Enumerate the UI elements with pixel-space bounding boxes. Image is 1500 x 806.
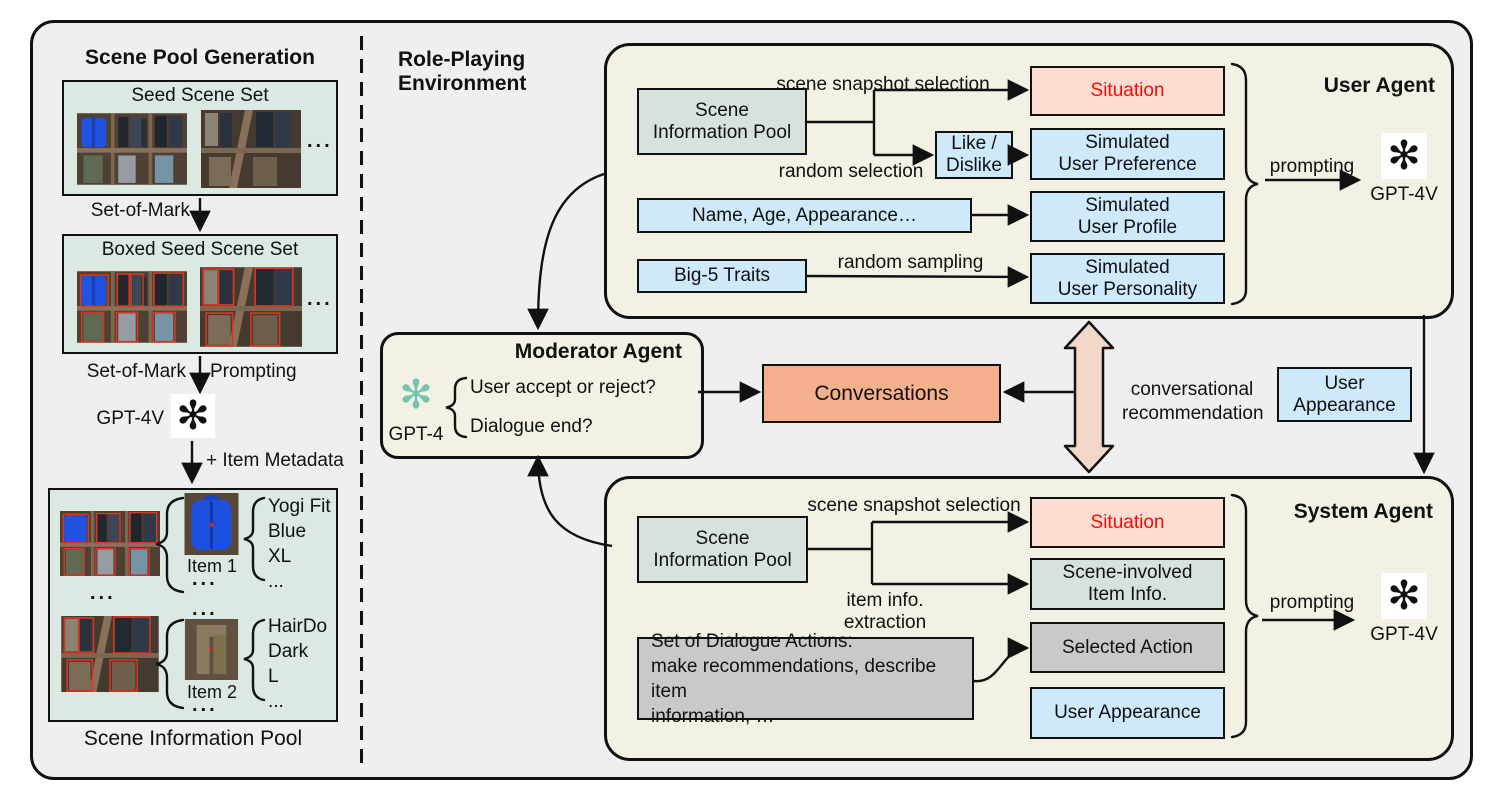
item2-metadata: HairDo Dark L ... — [268, 616, 328, 712]
ua-gpt4v-label: GPT-4V — [1370, 184, 1438, 205]
boxed-seed-scene-set-title: Boxed Seed Scene Set — [101, 239, 299, 260]
sa-situation-box: Situation — [1030, 497, 1225, 548]
conversational-recommendation-label: conversational recommendation — [1122, 379, 1264, 424]
pool-mid-ellipsis: ... — [192, 598, 218, 620]
sa-item-info-extraction-label: item info. extraction — [843, 590, 927, 633]
moderator-gpt4-label: GPT-4 — [388, 424, 444, 445]
item2-ellipsis: ... — [192, 694, 218, 716]
prompting-label-left: Prompting — [210, 361, 297, 382]
sa-user-appearance-box: User Appearance — [1030, 687, 1225, 739]
ua-scene-snapshot-selection-label: scene snapshot selection — [776, 74, 990, 95]
seed-ellipsis: ... — [307, 130, 333, 152]
scene-pool-generation-title: Scene Pool Generation — [85, 46, 315, 69]
sa-gpt4v-label: GPT-4V — [1370, 624, 1438, 645]
boxed-seed-scene-photo-2 — [200, 267, 302, 347]
moderator-openai-logo-icon: ✻ — [399, 372, 433, 418]
middle-user-appearance-box: User Appearance — [1277, 367, 1412, 422]
boxed-seed-scene-photo-1 — [77, 271, 187, 343]
ua-like-dislike-box: Like / Dislike — [935, 131, 1013, 179]
openai-logo-icon: ✻ — [171, 394, 215, 438]
sa-scene-information-pool-box: Scene Information Pool — [637, 516, 808, 583]
system-agent-title: System Agent — [1293, 500, 1433, 523]
moderator-question-1: User accept or reject? — [470, 377, 656, 398]
seed-scene-photo-2 — [201, 110, 301, 188]
sa-scene-snapshot-selection-label: scene snapshot selection — [807, 495, 1021, 516]
ua-openai-logo-icon: ✻ — [1381, 133, 1427, 179]
ua-big5-traits-box: Big-5 Traits — [637, 259, 807, 293]
sa-dialogue-actions-box: Set of Dialogue Actions: make recommenda… — [637, 631, 974, 727]
conversations-box: Conversations — [762, 364, 1001, 423]
seed-scene-set-title: Seed Scene Set — [131, 85, 269, 106]
boxed-seed-ellipsis: ... — [307, 288, 333, 310]
boxed-seed-scene-set-box: Boxed Seed Scene Set — [62, 234, 338, 354]
ua-random-selection-label: random selection — [778, 161, 924, 182]
sa-selected-action-box: Selected Action — [1030, 622, 1225, 673]
ua-simulated-user-personality-box: Simulated User Personality — [1030, 253, 1225, 304]
item-metadata-label: + Item Metadata — [206, 450, 344, 471]
ua-random-sampling-label: random sampling — [837, 252, 984, 273]
role-playing-environment-label: Role-Playing Environment — [398, 48, 527, 95]
ua-situation-box: Situation — [1030, 66, 1225, 116]
ua-simulated-user-profile-box: Simulated User Profile — [1030, 191, 1225, 242]
seed-scene-set-box: Seed Scene Set ... — [62, 80, 338, 196]
scene-information-pool-caption: Scene Information Pool — [83, 727, 303, 750]
item2-photo — [184, 619, 239, 680]
ua-scene-information-pool-box: Scene Information Pool — [637, 88, 807, 155]
moderator-agent-title: Moderator Agent — [514, 340, 682, 363]
sa-scene-involved-item-info-box: Scene-involved Item Info. — [1030, 558, 1225, 610]
set-of-mark-label-2: Set-of-Mark — [86, 361, 186, 382]
ua-prompting-label: prompting — [1269, 156, 1355, 177]
sa-openai-logo-icon: ✻ — [1381, 573, 1427, 619]
pool-scene-photo-1 — [60, 511, 160, 576]
pool-left-ellipsis: ... — [90, 582, 116, 604]
ua-simulated-user-preference-box: Simulated User Preference — [1030, 128, 1225, 180]
item1-photo — [184, 493, 239, 555]
user-agent-title: User Agent — [1323, 74, 1435, 97]
seed-scene-photo-1 — [77, 113, 187, 185]
dashed-divider — [360, 36, 363, 772]
item1-ellipsis: ... — [192, 568, 218, 590]
ua-name-age-appearance-box: Name, Age, Appearance… — [637, 198, 972, 233]
gpt4v-label-left: GPT-4V — [96, 408, 164, 429]
sa-prompting-label: prompting — [1269, 592, 1355, 613]
pool-scene-photo-2 — [61, 616, 159, 692]
item1-label: Item 1 — [186, 556, 238, 576]
moderator-question-2: Dialogue end? — [470, 416, 593, 437]
set-of-mark-label-1: Set-of-Mark — [90, 200, 190, 221]
moderator-agent-panel — [380, 332, 704, 459]
item1-metadata: Yogi Fit Blue XL ... — [268, 496, 331, 592]
item2-label: Item 2 — [186, 682, 238, 702]
